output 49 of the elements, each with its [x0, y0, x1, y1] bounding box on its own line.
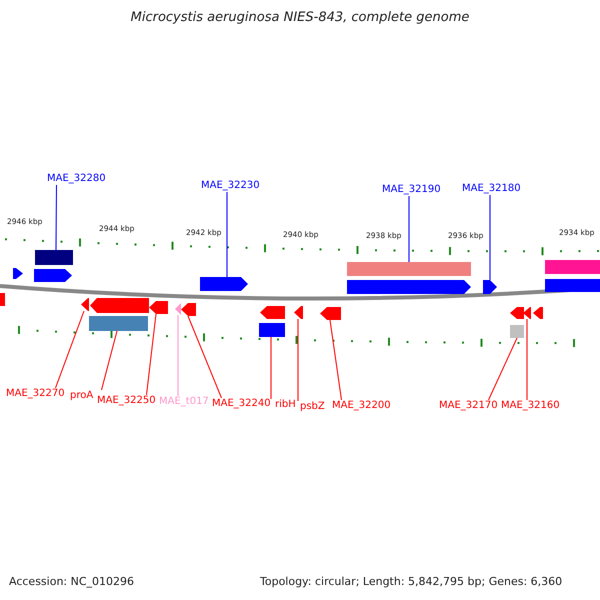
- gene-block: [320, 307, 341, 320]
- gene-label: MAE_t017: [159, 397, 209, 407]
- gene-label: MAE_32250: [97, 396, 156, 406]
- gene-label: MAE_32230: [201, 181, 260, 191]
- gene-block: [34, 269, 72, 282]
- gene-block: [181, 303, 196, 316]
- gene-bar: [347, 262, 471, 276]
- leader-line: [408, 196, 410, 262]
- gene-label: MAE_32170: [439, 401, 498, 411]
- gene-block: [260, 306, 285, 319]
- leader-line: [526, 318, 528, 400]
- gene-label: MAE_32240: [212, 399, 271, 409]
- leader-line: [55, 310, 84, 388]
- leader-line: [101, 330, 118, 390]
- gene-bar: [0, 293, 5, 306]
- leader-line: [188, 316, 222, 398]
- gene-label: psbZ: [300, 402, 325, 412]
- gene-block: [200, 277, 248, 291]
- leader-line: [330, 320, 342, 400]
- gene-block: [510, 307, 524, 319]
- gene-label: MAE_32200: [332, 401, 391, 411]
- gene-block: [149, 301, 168, 314]
- gene-label: ribH: [275, 400, 296, 410]
- gene-block: [13, 268, 23, 279]
- gene-label: MAE_32190: [382, 185, 441, 195]
- gene-bar: [259, 323, 285, 337]
- leader-line: [146, 314, 156, 396]
- diagram-title: Microcystis aeruginosa NIES-843, complete genome: [130, 11, 470, 24]
- gene-block: [294, 306, 303, 319]
- gene-label: MAE_32270: [6, 389, 65, 399]
- gene-bar: [510, 325, 524, 338]
- gene-label: MAE_32280: [47, 174, 106, 184]
- footer-text: Accession: NC_010296: [9, 576, 134, 587]
- gene-block: [483, 280, 497, 294]
- footer-text: Topology: circular; Length: 5,842,795 bp; Genes: 6,360: [260, 576, 562, 587]
- gene-block: [533, 307, 543, 319]
- gene-bar: [545, 260, 600, 274]
- gene-bar: [35, 250, 73, 265]
- gene-block: [523, 307, 531, 319]
- gene-block: [347, 280, 471, 294]
- leader-line: [56, 184, 57, 250]
- gene-bar: [89, 316, 148, 331]
- leader-line: [270, 336, 272, 400]
- gene-label: proA: [70, 391, 94, 401]
- leader-line: [488, 338, 518, 400]
- gene-label: MAE_32180: [462, 184, 521, 194]
- gene-label: MAE_32160: [501, 401, 560, 411]
- gene-bar: [545, 279, 600, 292]
- leader-line: [226, 192, 228, 278]
